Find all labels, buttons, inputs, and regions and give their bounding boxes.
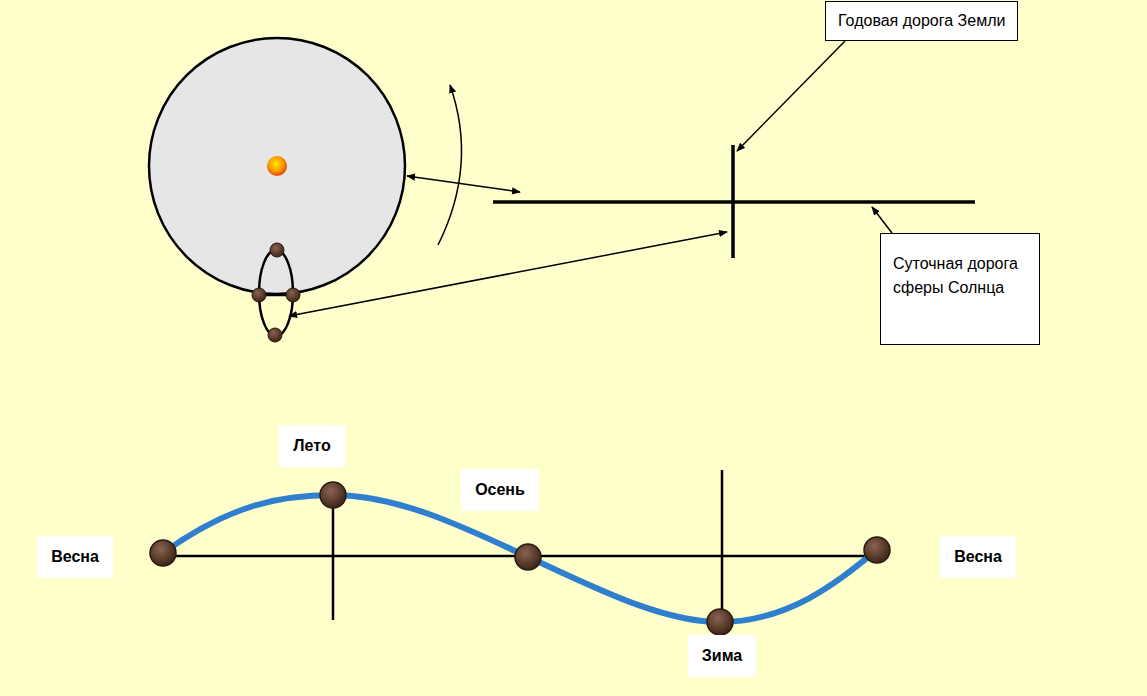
pointer-arrow: [289, 232, 727, 316]
leader-line: [872, 207, 892, 233]
annual-path-line: [731, 145, 735, 258]
sun-sphere: [140, 30, 420, 310]
season-label: Осень: [461, 469, 539, 511]
leader-line: [737, 41, 845, 151]
earth-orbit: [252, 243, 300, 342]
season-label: Весна: [37, 536, 113, 578]
season-label: Лето: [279, 425, 344, 467]
label-box: Суточная дорога сферы Солнца: [880, 233, 1040, 345]
season-graph: [150, 470, 890, 635]
season-label: Весна: [940, 536, 1016, 578]
season-label: Зима: [688, 635, 756, 677]
box-text: Годовая дорога Земли: [838, 9, 1005, 33]
rotation-arrow: [438, 85, 462, 245]
box-text: Суточная дорога сферы Солнца: [893, 252, 1027, 300]
pointer-arrow: [407, 176, 520, 192]
label-box: Годовая дорога Земли: [825, 1, 1018, 41]
